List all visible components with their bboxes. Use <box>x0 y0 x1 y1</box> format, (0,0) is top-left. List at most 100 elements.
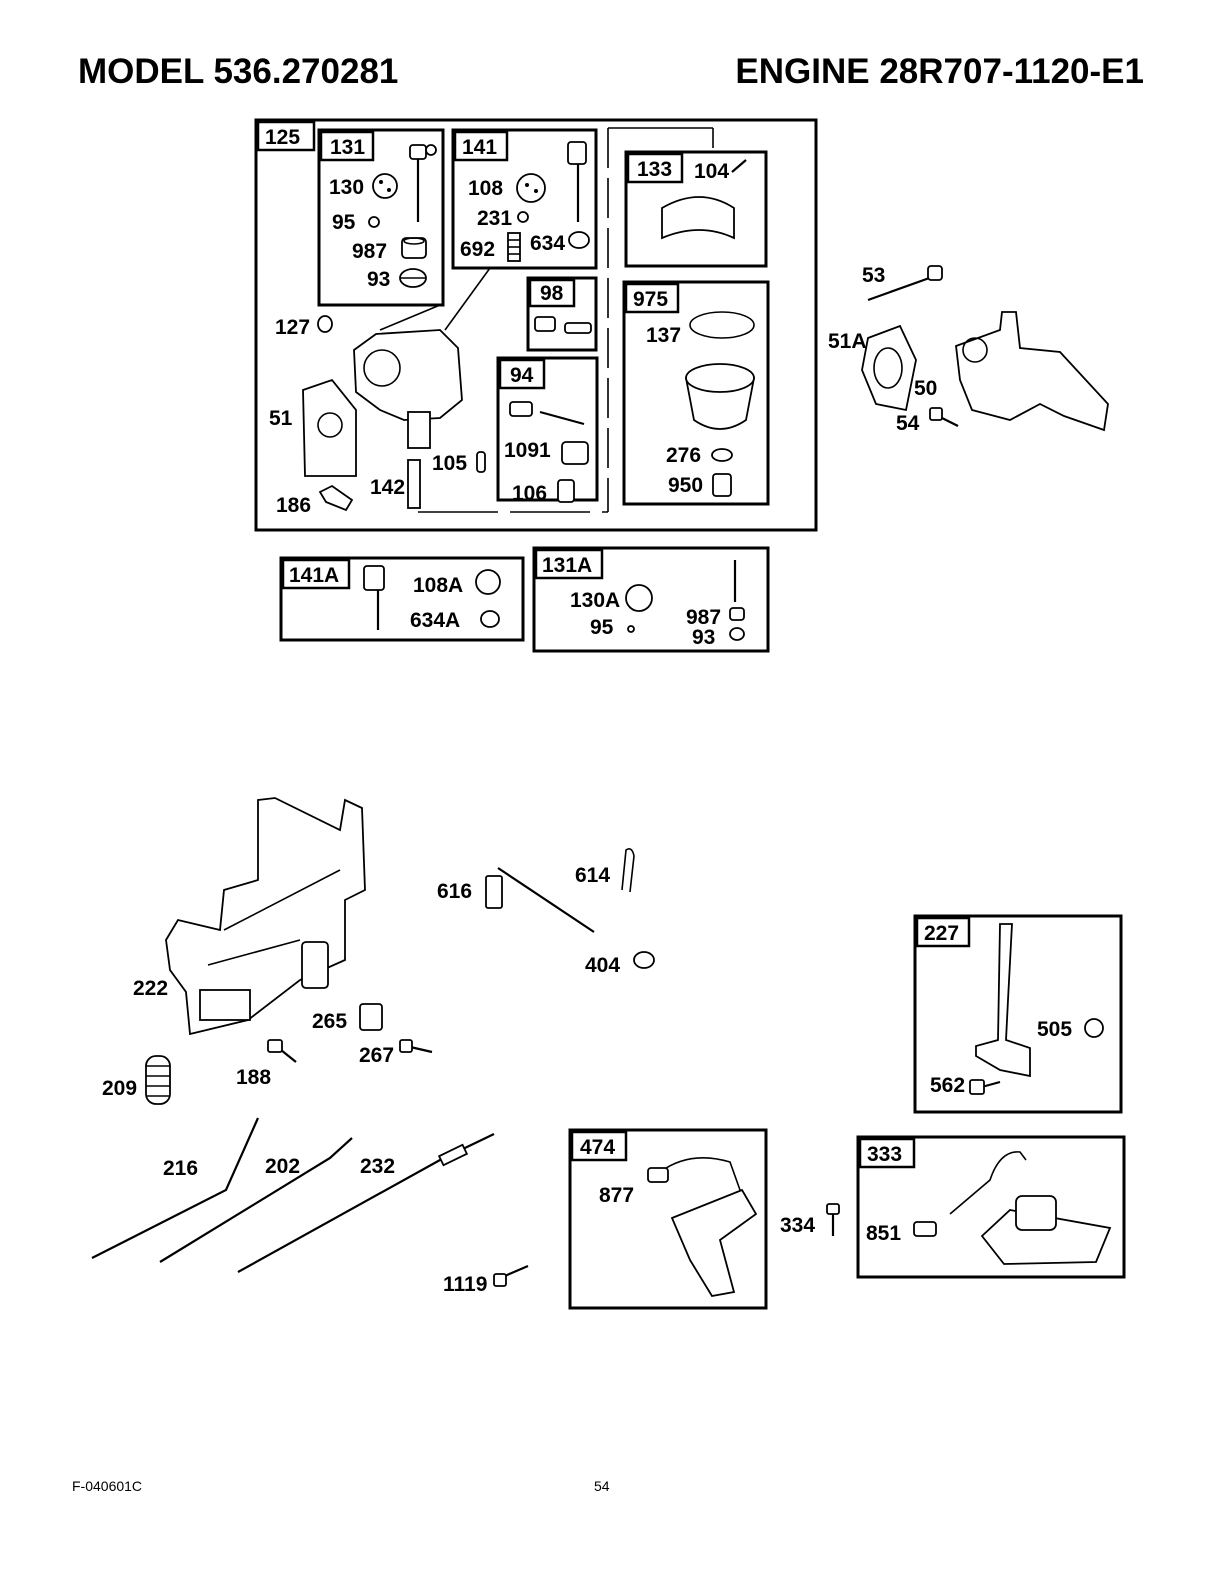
callout-334: 334 <box>780 1214 815 1237</box>
callout-93b: 93 <box>692 626 715 649</box>
callout-tab-133 <box>626 152 684 184</box>
ignition-group: 333 851 <box>856 1135 1126 1279</box>
callout-186: 186 <box>276 494 311 517</box>
plug-icon <box>317 315 333 333</box>
throttle-kit-131A-group: 131A 130A 95 987 93 <box>532 546 770 653</box>
governor-lever-icon <box>975 923 1031 1078</box>
callout-276: 276 <box>666 444 701 467</box>
page-number: 54 <box>594 1478 610 1494</box>
callout-851: 851 <box>866 1222 901 1245</box>
idle-screw-kit-box <box>526 276 598 352</box>
throttle-kit-131A-box <box>532 546 770 653</box>
callout-987: 987 <box>352 240 387 263</box>
main-jet-kit-box <box>496 356 599 502</box>
callout-692: 692 <box>460 238 495 261</box>
callout-94: 94 <box>510 364 534 387</box>
model-title: MODEL 536.270281 <box>78 52 399 91</box>
intake-bolt-icon <box>929 407 959 427</box>
callout-tab-141 <box>453 130 509 162</box>
callout-50: 50 <box>914 377 937 400</box>
armature-icon <box>647 1156 758 1297</box>
small-screw-icon <box>517 211 529 223</box>
throttle-shaft-icon <box>409 144 437 222</box>
callout-142: 142 <box>370 476 405 499</box>
choke-shaft-kit-box <box>451 128 598 270</box>
ignition-coil-icon <box>949 1151 1112 1265</box>
float-kit-box <box>624 150 768 268</box>
link-rod-216-icon <box>91 1117 260 1259</box>
callout-125: 125 <box>265 126 300 149</box>
callout-474: 474 <box>580 1136 615 1159</box>
callout-188: 188 <box>236 1066 271 1089</box>
fuel-pipe-icon <box>407 459 421 509</box>
terminal-851-icon <box>913 1221 937 1237</box>
callout-105: 105 <box>432 452 467 475</box>
hairpin-clip-icon <box>621 848 635 893</box>
throttle-plate-a-icon <box>625 584 653 612</box>
choke-lever-a-icon <box>363 565 385 591</box>
callout-tab-227 <box>915 916 971 948</box>
armature-box <box>568 1128 768 1310</box>
callout-51: 51 <box>269 407 293 430</box>
choke-plate-icon <box>516 173 546 203</box>
callout-131: 131 <box>330 136 365 159</box>
intake-group: 53 51A 50 54 <box>828 264 1109 435</box>
callout-202: 202 <box>265 1155 300 1178</box>
callout-108A: 108A <box>413 574 463 597</box>
screw-a-icon <box>627 625 635 633</box>
callout-104: 104 <box>694 160 729 183</box>
callout-130: 130 <box>329 176 364 199</box>
screw-icon <box>368 216 380 228</box>
callout-108: 108 <box>468 177 503 200</box>
callout-141: 141 <box>462 136 497 159</box>
float-icon <box>661 159 747 240</box>
callout-877: 877 <box>599 1184 634 1207</box>
callout-141A: 141A <box>289 564 339 587</box>
clip-icon <box>568 231 590 249</box>
seal-a-icon <box>729 607 745 621</box>
callout-tab-141A <box>281 558 351 590</box>
carburetor-assembly-group: 125 131 130 95 987 93 141 108 231 692 63… <box>254 118 818 532</box>
bowl-nut-icon <box>712 473 732 497</box>
callout-232: 232 <box>360 1155 395 1178</box>
intake-manifold-icon <box>955 311 1109 432</box>
bowl-gasket-icon <box>689 311 755 339</box>
callout-tab-94 <box>498 358 546 390</box>
callout-975: 975 <box>633 288 668 311</box>
engine-title: ENGINE 28R707-1120-E1 <box>735 52 1144 91</box>
bushing-icon <box>399 268 427 288</box>
callout-209: 209 <box>102 1077 137 1100</box>
link-rod-202-icon <box>159 1137 353 1263</box>
washer-icon <box>711 448 733 462</box>
choke-plate-a-icon <box>475 569 501 595</box>
callout-133: 133 <box>637 158 672 181</box>
ignition-box <box>856 1135 1126 1279</box>
callout-130A: 130A <box>570 589 620 612</box>
needle-icon <box>476 451 486 473</box>
jet-body-icon <box>561 441 589 465</box>
callout-267: 267 <box>359 1044 394 1067</box>
screw-188-icon <box>267 1039 297 1063</box>
callout-95: 95 <box>332 211 356 234</box>
carb-gasket-icon <box>302 378 357 477</box>
callout-tab-975 <box>624 282 680 314</box>
callout-333: 333 <box>867 1143 902 1166</box>
screw-1119-icon <box>493 1264 529 1287</box>
callout-127: 127 <box>275 316 310 339</box>
spring-icon <box>507 232 521 262</box>
idle-screw-icon <box>564 322 592 334</box>
callout-51A: 51A <box>828 330 867 353</box>
float-bowl-icon <box>684 363 756 430</box>
washer-404-icon <box>633 951 655 969</box>
carburetor-body-icon <box>353 267 491 449</box>
callout-tab-131A <box>534 548 604 580</box>
clamp-icon <box>359 1003 383 1031</box>
callout-tab-474 <box>570 1130 628 1162</box>
link-spring-icon <box>437 1143 469 1167</box>
callout-93: 93 <box>367 268 390 291</box>
mixture-screw-icon <box>539 410 585 426</box>
clip-a-icon <box>480 610 500 628</box>
control-bracket-icon <box>165 797 366 1036</box>
jet-icon <box>557 479 575 503</box>
